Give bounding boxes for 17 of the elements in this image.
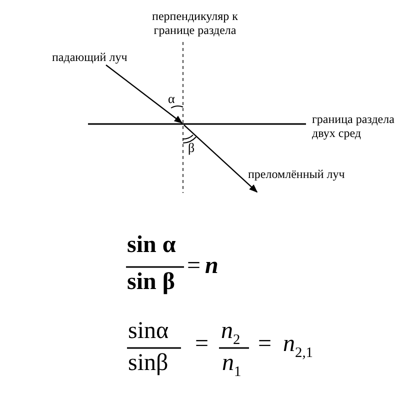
equals-sign: = bbox=[195, 331, 209, 359]
boundary-label: граница раздела двух сред bbox=[312, 113, 396, 141]
equals-sign: = bbox=[258, 331, 272, 359]
angle-label: α bbox=[168, 92, 175, 107]
axis-label: перпендикуляр к границе раздела bbox=[151, 10, 239, 38]
formula-text: sin α bbox=[127, 232, 176, 260]
formula-variable: n$_{2,1}$ bbox=[283, 331, 313, 362]
ray-label: преломлённый луч bbox=[248, 168, 345, 182]
formula-text: sinα bbox=[128, 318, 169, 346]
formula-variable: n$_{1}$ bbox=[222, 350, 242, 380]
formula-variable: n$_{2}$ bbox=[221, 318, 240, 348]
equals-sign: = bbox=[187, 253, 201, 281]
formula-text: sinβ bbox=[128, 350, 168, 378]
formula-text: sin β bbox=[127, 269, 175, 297]
angle-label: β bbox=[188, 141, 195, 156]
formula-variable: n bbox=[205, 253, 218, 281]
ray-label: падающий луч bbox=[52, 51, 128, 65]
